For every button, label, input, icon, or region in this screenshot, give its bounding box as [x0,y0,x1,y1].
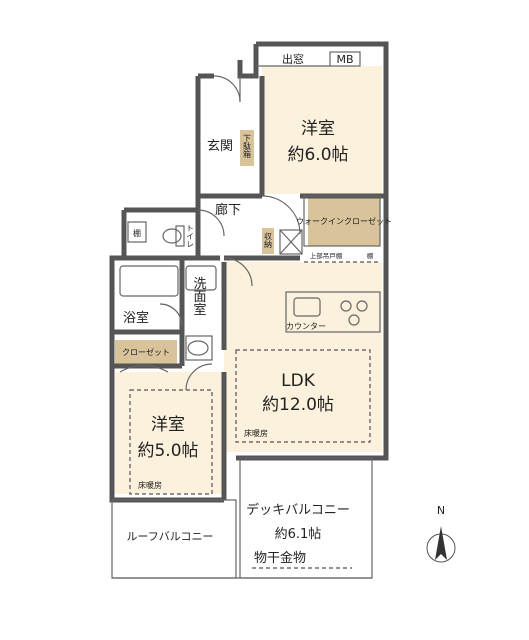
closet-label: クローゼット [122,347,170,357]
shoe-box-label: 下駄箱 [243,134,252,159]
upper-cabinet-label: 上部吊戸棚 [310,251,343,260]
ldk-name: LDK [281,371,316,391]
western-room-2-fill [115,372,223,494]
room-fills [115,66,382,494]
compass-needle-icon [435,526,447,560]
western-room-1-name: 洋室 [301,119,335,139]
storage-label: 収納 [264,231,273,249]
walk-in-closet-label: ウォークインクローゼット [296,216,392,226]
deck-balcony-name: デッキバルコニー [246,502,350,518]
bathroom-label: 浴室 [123,310,149,326]
western-room-1-size: 約6.0帖 [287,145,348,165]
entrance-label: 玄関 [207,139,233,154]
storage-fill [262,228,274,254]
shelf-label: 棚 [133,228,141,238]
ldk-fill [224,262,382,452]
dashed-areas [129,261,380,569]
deck-balcony-fixture: 物干金物 [254,550,306,566]
roof-balcony-label: ルーフバルコニー [126,530,213,543]
compass: N [426,504,456,563]
doors [119,75,301,391]
window-label: 出窓 [282,52,304,66]
walk-in-closet-fill [308,196,380,246]
western-room-2-size: 約5.0帖 [137,441,198,461]
ldk-size: 約12.0帖 [262,395,334,415]
small-shelf-label: 棚 [367,251,374,260]
compass-label: N [437,504,445,517]
toilet-label: トイレ [186,224,195,248]
interior-lines [111,51,381,579]
mb-label: MB [336,53,353,66]
closet-fill [115,340,177,364]
western-room-1-fill [262,66,382,194]
western-room-2-name: 洋室 [151,415,185,435]
hallway-label: 廊下 [215,202,241,218]
ldk-floor-heating: 床暖房 [244,428,268,438]
western-room-2-floor-heating: 床暖房 [138,480,162,490]
labels: 出窓 MB 洋室 約6.0帖 玄関 下駄箱 廊下 ウォークインクローゼット 収納… [122,52,392,566]
counter-label: カウンター [286,322,326,331]
washroom-label: 洗面室 [191,277,207,316]
shoe-box-fill [240,130,254,166]
deck-balcony-size: 約6.1帖 [275,527,322,542]
